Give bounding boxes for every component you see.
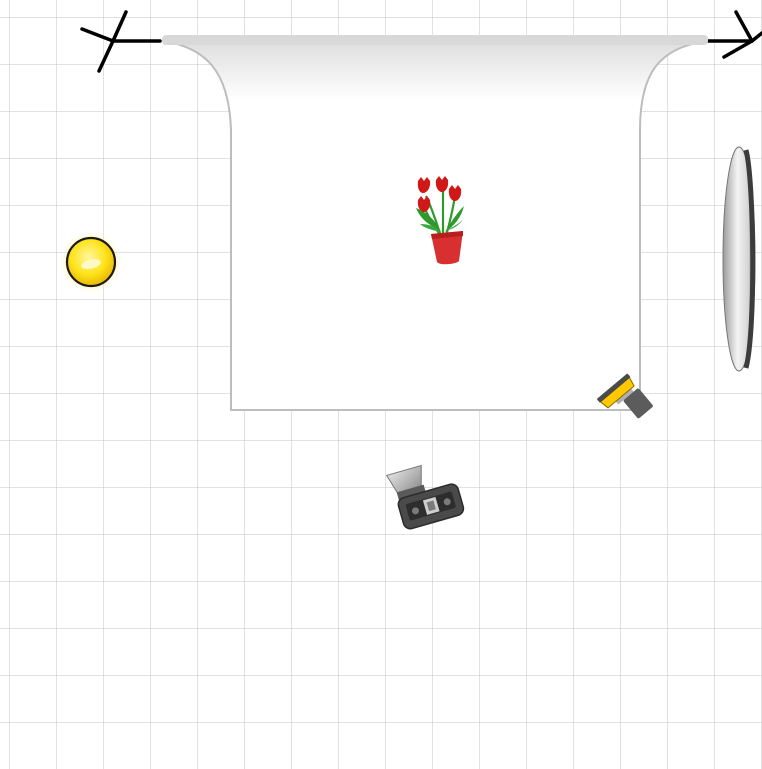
reflector-icon <box>723 147 755 371</box>
tripod-stand-icon <box>82 12 160 71</box>
backdrop-roll <box>162 35 708 45</box>
camera[interactable] <box>387 458 465 532</box>
light-bulb[interactable] <box>60 231 122 293</box>
tripod-stand-icon <box>708 12 762 57</box>
reflector[interactable] <box>723 147 755 371</box>
light-bulb-icon <box>60 231 122 293</box>
backdrop-stand-right[interactable] <box>708 12 762 57</box>
backdrop-stand-left[interactable] <box>82 12 160 71</box>
camera-icon <box>387 458 465 532</box>
